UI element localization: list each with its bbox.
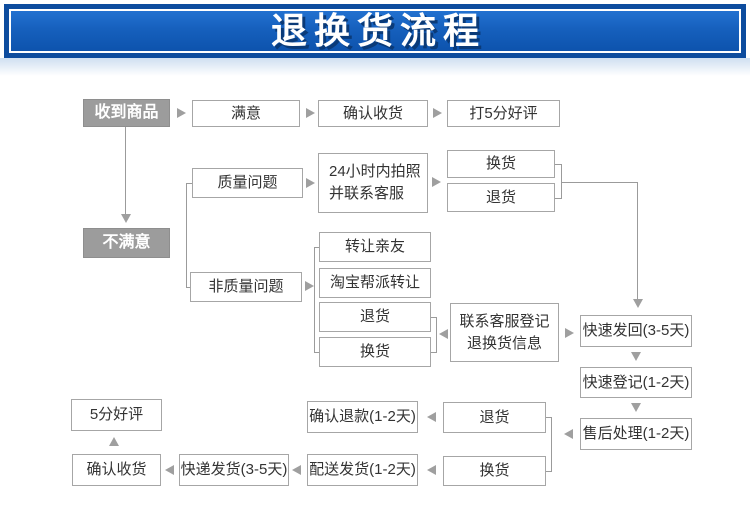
flow-line-vertical [637, 182, 638, 300]
bracket-stub [431, 317, 437, 318]
arrow-right-icon [433, 108, 442, 118]
node-delivery: 配送发货(1-2天) [307, 454, 418, 486]
arrow-left-icon [292, 465, 301, 475]
bracket-line [561, 164, 562, 199]
arrow-down-icon [633, 299, 643, 308]
node-express-shipping: 快递发货(3-5天) [179, 454, 289, 486]
node-unsatisfied: 不满意 [83, 228, 170, 258]
node-received-goods: 收到商品 [83, 99, 170, 127]
arrow-left-icon [439, 329, 448, 339]
page-title: 退换货流程 [270, 10, 486, 51]
arrow-left-icon [427, 465, 436, 475]
arrow-right-icon [565, 328, 574, 338]
arrow-down-icon [121, 214, 131, 223]
node-transfer-friends: 转让亲友 [319, 232, 431, 262]
bracket-stub [186, 287, 190, 288]
bracket-line [186, 183, 187, 288]
arrow-right-icon [306, 178, 315, 188]
node-contact-customer-service: 联系客服登记 退换货信息 [450, 303, 559, 362]
title-banner-frame: 退换货流程 [9, 9, 741, 53]
node-return-mid: 退货 [319, 302, 431, 332]
node-five-star-bottom: 5分好评 [71, 399, 162, 431]
bracket-stub [555, 198, 561, 199]
bracket-line [551, 417, 552, 472]
flow-line-horizontal [561, 182, 637, 183]
node-five-star-top: 打5分好评 [447, 100, 560, 127]
arrow-right-icon [305, 281, 314, 291]
node-confirm-refund: 确认退款(1-2天) [307, 401, 418, 433]
arrow-left-icon [165, 465, 174, 475]
node-satisfied: 满意 [192, 100, 300, 127]
node-confirm-receipt-bottom: 确认收货 [72, 454, 161, 486]
banner-bottom-gradient [0, 58, 750, 76]
node-fast-register: 快速登记(1-2天) [580, 367, 692, 398]
title-banner: 退换货流程 [4, 4, 746, 58]
arrow-right-icon [432, 177, 441, 187]
node-exchange-bottom: 换货 [443, 456, 546, 486]
node-exchange-mid: 换货 [319, 337, 431, 367]
node-non-quality-issue: 非质量问题 [190, 272, 302, 302]
arrow-left-icon [564, 429, 573, 439]
flow-line-vertical [125, 127, 126, 215]
arrow-left-icon [427, 412, 436, 422]
node-confirm-receipt-top: 确认收货 [318, 100, 428, 127]
bracket-stub [186, 183, 192, 184]
node-return-top: 退货 [447, 183, 555, 212]
bracket-stub [314, 352, 319, 353]
bracket-line [314, 247, 315, 352]
bracket-stub [555, 164, 561, 165]
arrow-down-icon [631, 352, 641, 361]
bracket-stub [314, 247, 319, 248]
arrow-right-icon [306, 108, 315, 118]
node-quality-issue: 质量问题 [192, 168, 303, 198]
node-photo-24h: 24小时内拍照 并联系客服 [318, 153, 428, 213]
node-fast-return: 快速发回(3-5天) [580, 315, 692, 347]
arrow-up-icon [109, 437, 119, 446]
node-exchange-top: 换货 [447, 150, 555, 178]
bracket-stub [546, 471, 552, 472]
arrow-down-icon [631, 403, 641, 412]
bracket-line [436, 317, 437, 353]
bracket-stub [431, 352, 437, 353]
node-aftersale-processing: 售后处理(1-2天) [580, 418, 692, 450]
arrow-right-icon [177, 108, 186, 118]
node-taobao-transfer: 淘宝帮派转让 [319, 268, 431, 298]
node-return-bottom: 退货 [443, 402, 546, 433]
bracket-stub [546, 417, 552, 418]
